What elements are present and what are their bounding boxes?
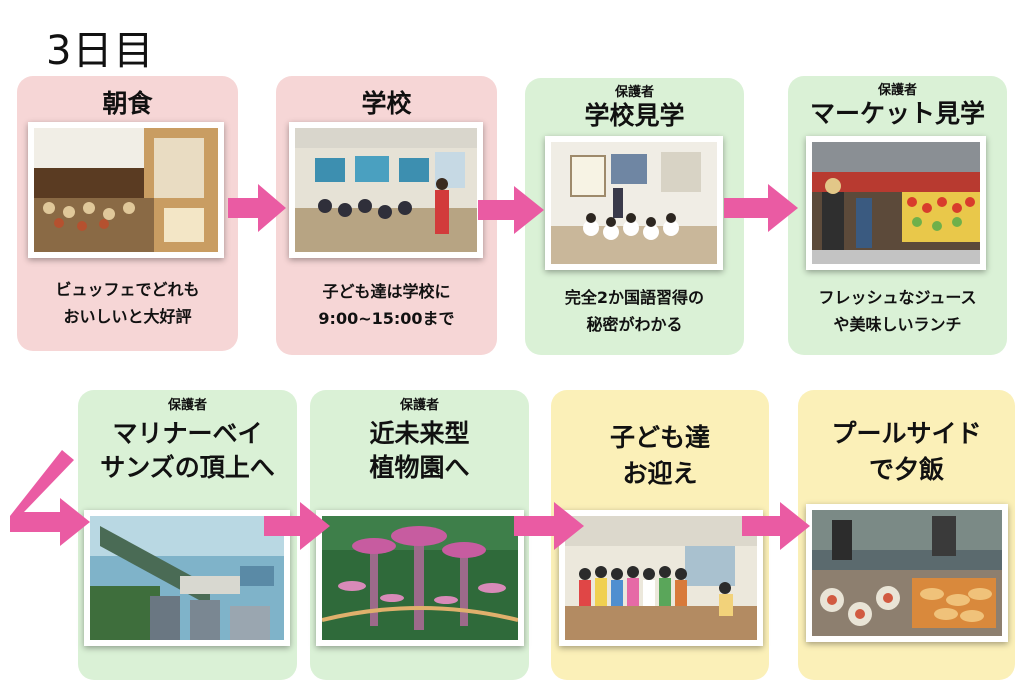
card-market-visit: 保護者 マーケット見学 フレッシュなジュース や美味しいランチ xyxy=(788,76,1007,355)
photo-poolside-dinner xyxy=(806,504,1008,642)
card-pickup: 子ども達 お迎え xyxy=(551,390,769,680)
card-desc-line1: ビュッフェでどれも xyxy=(55,280,200,299)
card-poolside-dinner: プールサイド で夕飯 xyxy=(798,390,1015,680)
arrow-right-icon xyxy=(228,184,286,232)
photo-kids xyxy=(559,510,763,646)
photo-school-visit xyxy=(545,136,723,270)
card-title-line1: マリナーベイ xyxy=(112,419,263,448)
arrow-right-icon xyxy=(514,502,584,550)
card-title-line1: 子ども達 xyxy=(609,423,710,452)
photo-marina-bay-sands xyxy=(84,510,290,646)
card-title-line1: 近未来型 xyxy=(369,419,470,448)
photo-gardens xyxy=(316,510,524,646)
card-desc-line2: おいしいと大好評 xyxy=(63,307,192,326)
card-title: 朝食 xyxy=(102,89,153,118)
page-title: 3日目 xyxy=(46,28,155,74)
card-desc-line1: 完全2か国語習得の xyxy=(564,288,705,307)
card-school: 学校 子ども達は学校に 9:00~15:00まで xyxy=(276,76,497,355)
card-title-line1: プールサイド xyxy=(831,419,982,448)
photo-market xyxy=(806,136,986,270)
card-breakfast: 朝食 ビュッフェでどれも おいしいと大好評 xyxy=(17,76,238,351)
card-title-line2: お迎え xyxy=(622,459,698,488)
arrow-wrap-icon xyxy=(10,450,90,546)
card-gardens: 保護者 近未来型 植物園へ xyxy=(310,390,529,680)
arrow-right-icon xyxy=(478,186,544,234)
card-title: マーケット見学 xyxy=(809,99,985,128)
arrow-right-icon xyxy=(724,184,798,232)
card-title-line2: 植物園へ xyxy=(369,453,470,482)
card-title: 学校見学 xyxy=(584,101,685,130)
card-title: 学校 xyxy=(361,89,412,118)
card-title-line2: サンズの頂上へ xyxy=(100,453,275,482)
card-title-line2: で夕飯 xyxy=(868,455,944,484)
card-tag: 保護者 xyxy=(399,398,439,413)
card-marina-bay-sands: 保護者 マリナーベイ サンズの頂上へ xyxy=(78,390,297,680)
arrow-right-icon xyxy=(742,502,810,550)
card-desc-line2: 9:00~15:00まで xyxy=(318,309,455,328)
card-tag: 保護者 xyxy=(877,83,917,98)
card-tag: 保護者 xyxy=(167,398,207,413)
card-school-visit: 保護者 学校見学 完全2か国語習得の 秘密がわかる xyxy=(525,78,744,355)
card-desc-line2: 秘密がわかる xyxy=(586,315,683,334)
photo-school xyxy=(289,122,483,258)
card-desc-line1: フレッシュなジュース xyxy=(818,288,977,307)
photo-breakfast xyxy=(28,122,224,258)
card-tag: 保護者 xyxy=(614,85,654,100)
card-desc-line2: や美味しいランチ xyxy=(833,315,962,334)
arrow-right-icon xyxy=(264,502,330,550)
card-desc-line1: 子ども達は学校に xyxy=(322,282,451,301)
